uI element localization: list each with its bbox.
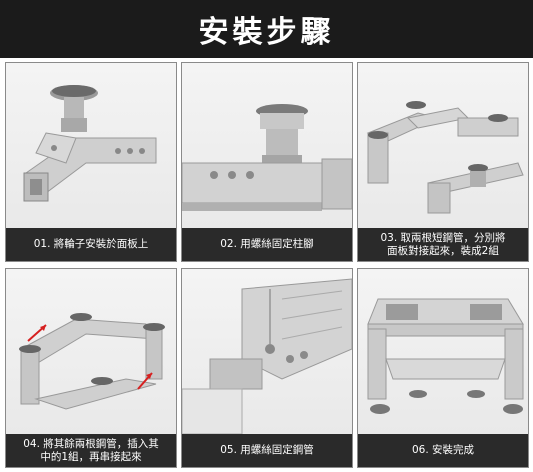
steps-grid: 01. 將輪子安裝於面板上 02. 用螺絲固定柱腳 xyxy=(5,62,529,470)
step-3-caption: 03. 取兩根短鋼管，分別將 面板對接起來，裝成2組 xyxy=(358,228,528,261)
step-1-photo xyxy=(6,63,176,228)
step-5-caption: 05. 用螺絲固定鋼管 xyxy=(182,434,352,467)
step-4-caption-line-2: 中的1組，再串接起來 xyxy=(40,450,142,463)
step-1-caption: 01. 將輪子安裝於面板上 xyxy=(6,228,176,261)
step-4-photo xyxy=(6,269,176,434)
step-panel-5: 05. 用螺絲固定鋼管 xyxy=(181,268,353,468)
step-2-photo xyxy=(182,63,352,228)
step-5-photo xyxy=(182,269,352,434)
step-3-caption-line-1: 03. 取兩根短鋼管，分別將 xyxy=(380,231,506,244)
step-6-caption: 06. 安裝完成 xyxy=(358,434,528,467)
page-title: 安裝步驟 xyxy=(198,15,335,50)
title-bar: 安裝步驟 xyxy=(0,0,533,58)
step-4-caption-line-1: 04. 將其餘兩根鋼管，插入其 xyxy=(23,437,159,450)
step-panel-3: 03. 取兩根短鋼管，分別將 面板對接起來，裝成2組 xyxy=(357,62,529,262)
step-3-caption-line-2: 面板對接起來，裝成2組 xyxy=(387,244,499,257)
step-3-photo xyxy=(358,63,528,228)
step-4-caption: 04. 將其餘兩根鋼管，插入其 中的1組，再串接起來 xyxy=(6,434,176,467)
step-panel-1: 01. 將輪子安裝於面板上 xyxy=(5,62,177,262)
step-2-caption: 02. 用螺絲固定柱腳 xyxy=(182,228,352,261)
step-6-photo xyxy=(358,269,528,434)
step-panel-4: 04. 將其餘兩根鋼管，插入其 中的1組，再串接起來 xyxy=(5,268,177,468)
step-panel-6: 06. 安裝完成 xyxy=(357,268,529,468)
step-panel-2: 02. 用螺絲固定柱腳 xyxy=(181,62,353,262)
